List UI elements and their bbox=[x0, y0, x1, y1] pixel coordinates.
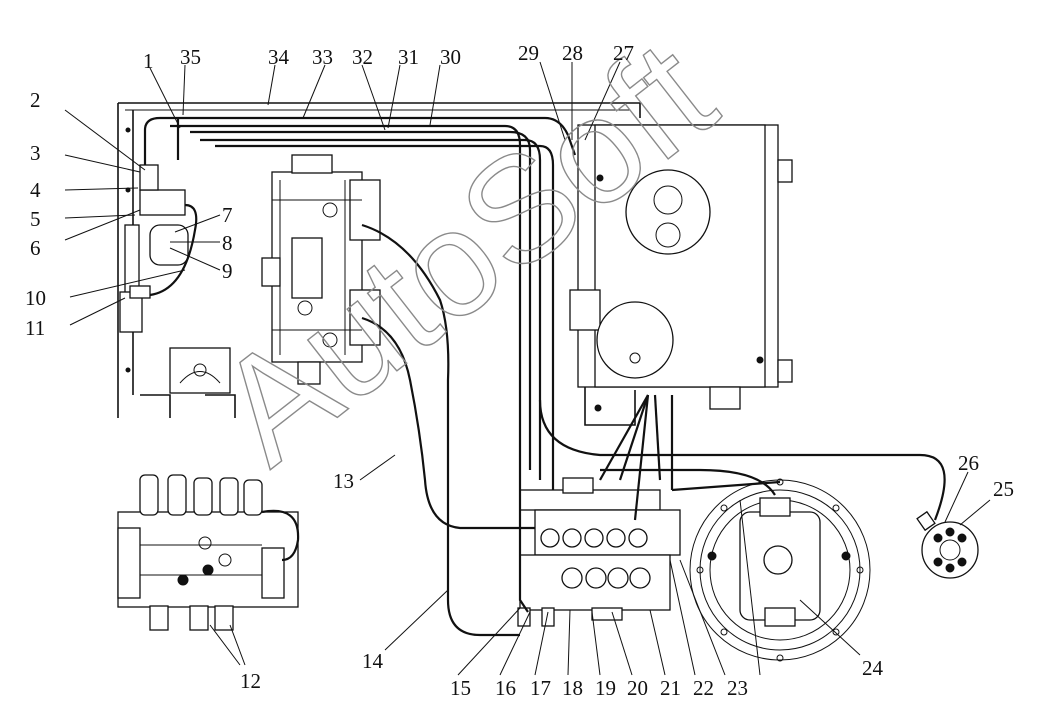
callout-19: 19 bbox=[595, 676, 616, 700]
callout-23: 23 bbox=[727, 676, 748, 700]
callout-4: 4 bbox=[30, 178, 41, 202]
swing-ring bbox=[689, 478, 871, 662]
callout-9: 9 bbox=[222, 259, 233, 283]
callout-34: 34 bbox=[268, 45, 290, 69]
callout-14: 14 bbox=[362, 649, 384, 673]
callout-26: 26 bbox=[958, 451, 979, 475]
callout-1: 1 bbox=[143, 49, 154, 73]
callout-6: 6 bbox=[30, 236, 41, 260]
callout-28: 28 bbox=[562, 41, 583, 65]
callout-22: 22 bbox=[693, 676, 714, 700]
callout-30: 30 bbox=[440, 45, 461, 69]
filter-assembly bbox=[119, 116, 198, 333]
callout-24: 24 bbox=[862, 656, 884, 680]
leader-lines bbox=[64, 61, 991, 676]
callout-7: 7 bbox=[222, 203, 233, 227]
hoses bbox=[160, 116, 946, 637]
callout-3: 3 bbox=[30, 141, 41, 165]
callout-13: 13 bbox=[333, 469, 354, 493]
callout-17: 17 bbox=[530, 676, 551, 700]
hydraulic-tank bbox=[569, 124, 793, 426]
control-valve-main bbox=[517, 477, 681, 627]
callout-27: 27 bbox=[613, 41, 634, 65]
callout-10: 10 bbox=[25, 286, 46, 310]
callout-15: 15 bbox=[450, 676, 471, 700]
callout-35: 35 bbox=[180, 45, 201, 69]
callout-33: 33 bbox=[312, 45, 333, 69]
swivel-joint bbox=[916, 510, 979, 579]
callout-5: 5 bbox=[30, 207, 41, 231]
callout-2: 2 bbox=[30, 88, 41, 112]
callout-32: 32 bbox=[352, 45, 373, 69]
callout-31: 31 bbox=[398, 45, 419, 69]
callout-16: 16 bbox=[495, 676, 516, 700]
callout-8: 8 bbox=[222, 231, 233, 255]
callout-20: 20 bbox=[627, 676, 648, 700]
callouts: 1 2 3 4 5 6 7 8 9 10 11 12 13 14 15 16 1… bbox=[25, 41, 1014, 700]
callout-11: 11 bbox=[25, 316, 45, 340]
control-valve-detail bbox=[117, 474, 300, 631]
callout-29: 29 bbox=[518, 41, 539, 65]
callout-18: 18 bbox=[562, 676, 583, 700]
callout-21: 21 bbox=[660, 676, 681, 700]
frame bbox=[117, 102, 641, 418]
main-pump bbox=[261, 154, 381, 385]
callout-25: 25 bbox=[993, 477, 1014, 501]
callout-12: 12 bbox=[240, 669, 261, 693]
